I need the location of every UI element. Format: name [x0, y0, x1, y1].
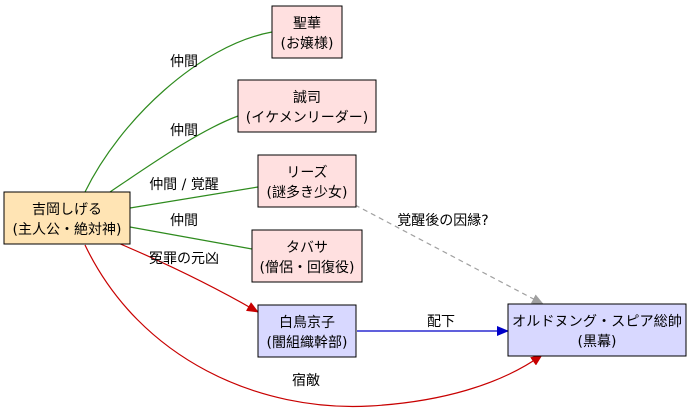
- node-reeze[interactable]: リーズ (謎多き少女): [257, 154, 357, 208]
- node-seiji[interactable]: 誠司 (イケメンリーダー): [237, 79, 377, 133]
- edge-label-to-seiji: 仲間: [170, 123, 198, 139]
- node-yoshioka-role: (主人公・絶対神): [13, 222, 122, 238]
- edge-to-oldonung: [84, 244, 543, 408]
- edge-label-to-oldonung: 宿敵: [292, 372, 320, 389]
- node-seika-name: 聖華: [293, 16, 321, 32]
- node-oldonung[interactable]: オルドヌング・スピア総帥 (黒幕): [507, 303, 687, 357]
- node-yoshioka[interactable]: 吉岡しげる (主人公・絶対神): [3, 191, 131, 245]
- edge-to-seika: [84, 31, 273, 193]
- edge-label-to-seika: 仲間: [170, 54, 198, 70]
- node-oldonung-name: オルドヌング・スピア総帥: [512, 314, 682, 330]
- node-reeze-role: (謎多き少女): [267, 184, 348, 201]
- edge-label-reeze-to-oldonung: 覚醒後の因縁?: [397, 213, 488, 229]
- edge-label-shiratori-to-oldonung: 配下: [427, 314, 455, 330]
- node-tabasa-role: (僧侶・回復役): [260, 259, 355, 276]
- edge-to-reeze: [129, 186, 259, 209]
- edge-to-shiratori: [117, 242, 259, 313]
- node-shiratori[interactable]: 白鳥京子 (闇組織幹部): [257, 304, 357, 358]
- edge-label-to-tabasa: 仲間: [170, 213, 198, 229]
- node-yoshioka-name: 吉岡しげる: [32, 202, 102, 218]
- node-seika-role: (お嬢様): [281, 36, 334, 52]
- node-seika[interactable]: 聖華 (お嬢様): [271, 5, 343, 59]
- node-tabasa[interactable]: タバサ (僧侶・回復役): [251, 229, 363, 283]
- node-shiratori-role: (闇組織幹部): [267, 334, 348, 351]
- edge-to-tabasa: [129, 226, 253, 250]
- node-shiratori-name: 白鳥京子: [279, 315, 335, 331]
- edge-label-to-shiratori: 冤罪の元凶: [149, 251, 219, 267]
- edge-to-seiji: [109, 115, 239, 193]
- node-reeze-name: リーズ: [286, 165, 327, 181]
- node-seiji-role: (イケメンリーダー): [246, 110, 369, 126]
- node-oldonung-role: (黒幕): [578, 334, 617, 350]
- edge-label-to-reeze: 仲間 / 覚醒: [149, 177, 219, 193]
- node-tabasa-name: タバサ: [286, 240, 328, 256]
- node-seiji-name: 誠司: [293, 90, 321, 106]
